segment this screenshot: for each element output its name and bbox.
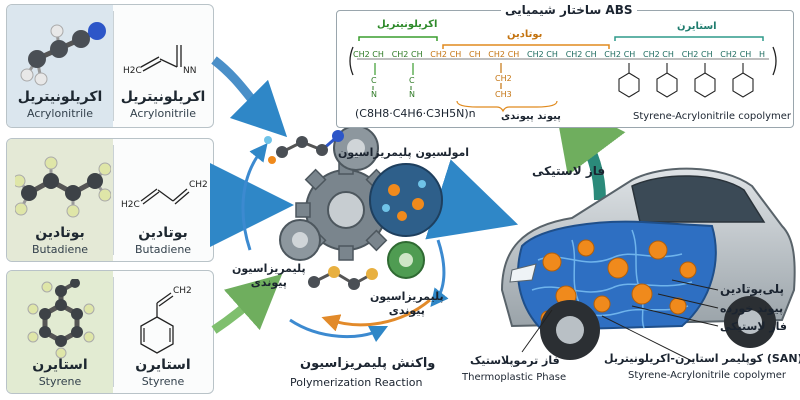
chain-atom: CH [624, 50, 636, 59]
monomer-name-fa: استایرن [32, 357, 88, 373]
chain-atom: CH [411, 50, 423, 59]
butadiene-structure: H2C CH2 [121, 180, 208, 210]
monomer-name-en: Butadiene [31, 243, 89, 256]
cn-c: C [371, 76, 377, 85]
chain-atom: CH2 [682, 50, 699, 59]
label-grafted: پیوند خورده [720, 302, 784, 315]
cycle-arrow-right [430, 239, 449, 308]
panel-divider [113, 145, 114, 255]
label-polybutadiene: پلی‌بوتادین [720, 282, 785, 296]
chain-atom: CH [585, 50, 597, 59]
chain-atom: CH2 [488, 50, 505, 59]
styrene-structure: CH2 [140, 286, 192, 354]
label-reaction-fa: واکنش پلیمریزاسیون [300, 356, 436, 371]
label-rubber-phase-2: فاز لاستیکی [720, 320, 788, 333]
monomer-name-en: Styrene [38, 375, 82, 388]
atom-ch2: CH2 [189, 180, 208, 190]
chain-atom: CH [546, 50, 558, 59]
butadiene-3d-model [15, 156, 111, 218]
chain-atom: CH [740, 50, 752, 59]
segment-butadiene-label: بوتادین [507, 29, 543, 40]
label-graft-right: پلیمریزاسیون پیوندی [370, 290, 444, 317]
label-rubber-phase: فاز لاستیکی [532, 164, 606, 178]
panel-butadiene: بوتادین Butadiene H2C CH2 بوتادین Butadi… [6, 138, 214, 262]
cycle-arrow-blue2 [289, 318, 389, 343]
label-thermoplastic-en: Thermoplastic Phase [462, 372, 567, 383]
reaction-sphere [369, 163, 443, 237]
chain-atom: CH2 [353, 50, 370, 59]
cycle-arrow-blue [241, 142, 268, 251]
label-san-en: Styrene-Acrylonitrile copolymer [628, 370, 787, 381]
arrow-styrene [211, 274, 283, 334]
car-illustration [500, 167, 796, 363]
structure-name-fa: بوتادین [138, 225, 188, 241]
label-san: کوپلیمر استایرن-اکریلونیتریل (SAN) [604, 352, 800, 365]
copolymer-label: Styrene-Acrylonitrile copolymer [633, 111, 792, 122]
chain-atom: CH2 [566, 50, 583, 59]
chain-atom: CH [662, 50, 674, 59]
arrow-acrylonitrile [211, 56, 288, 138]
chain-atom: CH [469, 50, 481, 59]
chain-atom: CH2 [527, 50, 544, 59]
segment-acrylonitrile-label: اکریلونیتریل [377, 19, 438, 30]
label-thermoplastic-fa: فاز ترموپلاستیک [470, 354, 560, 367]
chain-atom: CH2 [643, 50, 660, 59]
monomer-name-en: Acrylonitrile [27, 107, 93, 120]
cn-n: N [371, 90, 377, 99]
atom-h2c: H2C [121, 200, 140, 210]
segment-styrene-label: استایرن [677, 21, 717, 32]
cycle-arrow-orange [321, 298, 431, 332]
chain-atom: CH2 [604, 50, 621, 59]
atom-ch2: CH2 [173, 286, 192, 296]
branch-ch2: CH2 [495, 74, 512, 83]
gear-green [387, 241, 425, 279]
atom-h2c: H2C [123, 66, 142, 76]
graft-bond-label: پیوند پیوندی [501, 111, 561, 122]
cn-n: N [409, 90, 415, 99]
label-emulsion: امولسیون پلیمریزاسیون [338, 146, 470, 159]
panel-divider [113, 11, 114, 121]
atom-nn: NN [183, 66, 196, 76]
label-reaction-en: Polymerization Reaction [290, 376, 423, 389]
structure-name-en: Styrene [141, 375, 185, 388]
molecule-cluster-bottom [308, 266, 378, 290]
gear-small-left [279, 219, 321, 261]
gears-illustration [279, 125, 443, 279]
monomer-name-fa: بوتادین [35, 225, 85, 241]
chain-atom: H [759, 50, 765, 59]
chain-atom: CH [508, 50, 520, 59]
panel-styrene: استایرن Styrene CH2 استایرن Styrene [6, 270, 214, 394]
branch-ch3: CH3 [495, 90, 512, 99]
chain-atom: CH2 [720, 50, 737, 59]
cn-c: C [409, 76, 415, 85]
panel-acrylonitrile: اکریلونیتریل Acrylonitrile H2C NN اکریلو… [6, 4, 214, 128]
chain-atom: CH2 [430, 50, 447, 59]
label-graft-left: پلیمریزاسیون پیوندی [232, 262, 306, 289]
chain-atom: CH [372, 50, 384, 59]
chain-atom: CH [701, 50, 713, 59]
chain-atom: CH [450, 50, 462, 59]
structure-name-en: Butadiene [134, 243, 192, 256]
structure-name-fa: اکریلونیتریل [120, 89, 206, 105]
molecule-cluster-top [264, 130, 344, 164]
styrene-rings [618, 63, 754, 98]
acrylonitrile-structure: H2C NN [123, 45, 196, 76]
structure-name-fa: استایرن [135, 357, 191, 373]
panel-divider [113, 277, 114, 387]
abs-formula: (C8H8·C4H6·C3H5N)n [355, 107, 476, 120]
monomer-name-fa: اکریلونیتریل [17, 89, 103, 105]
acrylonitrile-3d-model [20, 22, 106, 86]
arrow-to-car [425, 159, 519, 240]
styrene-3d-model [27, 279, 95, 359]
structure-title: ساختار شیمیایی ABS [501, 3, 637, 17]
chain-atom: CH2 [392, 50, 409, 59]
structure-box: ساختار شیمیایی ABS اکریلونیتریل بوتادین … [336, 3, 794, 128]
arrow-to-structure [553, 96, 626, 201]
structure-name-en: Acrylonitrile [130, 107, 196, 120]
